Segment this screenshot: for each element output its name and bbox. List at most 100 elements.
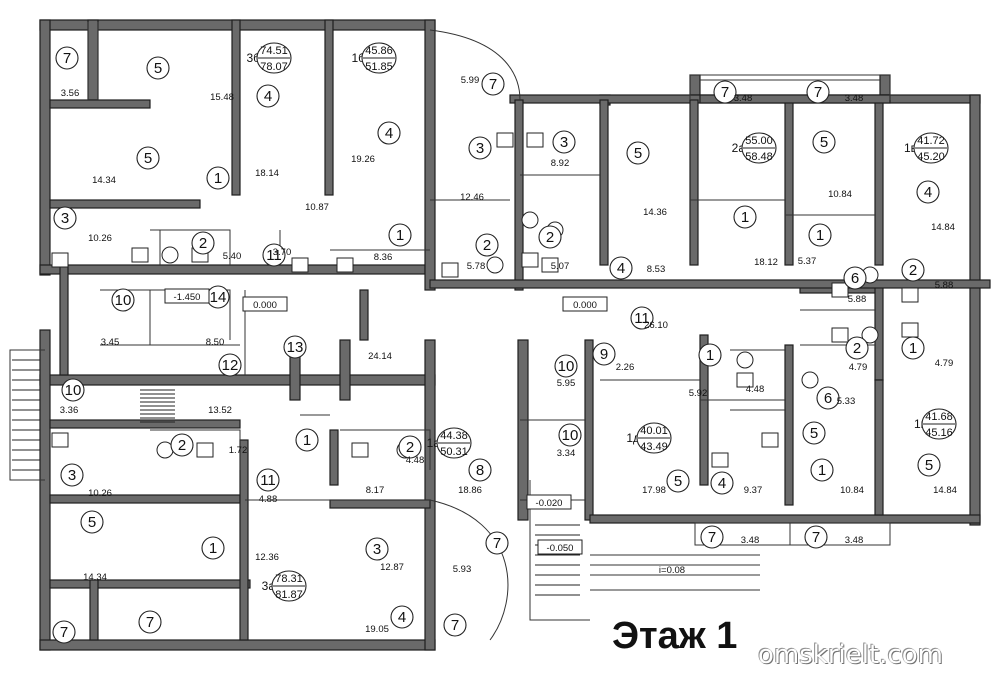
room-number-circle [398,435,422,459]
room-number-text: 5 [88,514,96,531]
wall-segment [329,499,431,509]
room-number: 1 [206,166,230,190]
fixture-rect [196,442,214,458]
room-number: 10 [554,354,578,378]
fixture-circle [486,256,504,274]
fixture-rect [441,262,459,278]
room-area: 13.52 [208,405,232,416]
room-number: 2 [191,231,215,255]
room-number-circle [218,353,242,377]
room-number: 5 [626,141,650,165]
floor-title: Этаж 1 [612,615,738,657]
room-area: 26.10 [644,320,668,331]
room-number-text: 10 [115,292,132,309]
room-number: 1 [808,223,832,247]
room-number-text: 11 [266,247,282,264]
apartment-area-living: 74.51 [260,45,288,57]
fixture-rect [526,132,544,148]
wall-segment [49,494,241,504]
apartment-area-living: 41.72 [917,135,945,147]
room-number-circle [388,223,412,247]
partition-line [150,429,241,470]
room-area: 3.34 [557,448,576,459]
room-number-text: 3 [373,541,381,558]
room-number-text: 1 [214,170,222,187]
room-number: 7 [700,525,724,549]
room-number-text: 5 [154,60,162,77]
room-number-circle [283,335,307,359]
partition-line [694,522,891,546]
room-number-text: 4 [385,125,393,142]
room-number: 11 [256,468,280,492]
wall-segment [39,374,436,386]
room-number-circle [845,336,869,360]
room-number: 7 [138,610,162,634]
room-number-text: 5 [810,425,818,442]
room-number: 3 [365,537,389,561]
room-number-text: 4 [398,609,406,626]
room-number: 10 [558,423,582,447]
room-number-circle [804,525,828,549]
room-area: 18.14 [255,168,279,179]
room-number-circle [262,243,286,267]
wall-segment [879,74,891,96]
room-number-circle [808,223,832,247]
room-number-text: 3 [560,134,568,151]
room-number-circle [802,421,826,445]
wall-segment [874,379,884,516]
fixture-circle [801,371,819,389]
room-number-text: 7 [489,76,497,93]
room-number-text: 2 [909,262,917,279]
wall-segment [49,579,251,589]
room-area: 9.37 [744,485,763,496]
apartment-area-total: 45.16 [925,427,953,439]
room-number-text: 3 [68,467,76,484]
room-number: 7 [52,620,76,644]
room-area: 3.48 [845,93,864,104]
wall-segment [59,264,69,376]
room-area: 3.48 [845,535,864,546]
room-number: 7 [806,80,830,104]
room-number-text: 2 [483,237,491,254]
apartment-area-living: 40.01 [640,425,668,437]
room-number-text: 5 [820,134,828,151]
room-area: 10.84 [840,485,864,496]
room-number-text: 1 [816,227,824,244]
room-number-text: 12 [222,357,239,374]
room-area: 14.34 [92,175,116,186]
room-area: 8.92 [551,158,570,169]
room-area: 10.26 [88,233,112,244]
level-box [562,296,608,312]
room-area: 5.92 [689,388,708,399]
room-area: 14.34 [83,572,107,583]
room-number: 5 [80,510,104,534]
room-area: 10.26 [88,488,112,499]
level-mark: -0.050 [547,543,574,554]
wall-segment [89,579,99,641]
room-area: 14.84 [933,485,957,496]
room-number-text: 1 [818,462,826,479]
room-area: 15.48 [210,92,234,103]
room-area: 12.46 [460,192,484,203]
wall-segment [329,429,339,486]
room-number-circle [810,458,834,482]
fixture-rect [521,252,539,268]
wall-segment [584,339,594,521]
room-number-circle [843,266,867,290]
room-number-text: 4 [617,260,625,277]
room-number: 1 [295,428,319,452]
level-mark: 0.000 [253,300,277,311]
room-area: 19.26 [351,154,375,165]
room-number: 2 [901,258,925,282]
room-number: 7 [485,531,509,555]
room-number-circle [80,510,104,534]
room-area: 24.14 [368,351,392,362]
room-number-circle [191,231,215,255]
